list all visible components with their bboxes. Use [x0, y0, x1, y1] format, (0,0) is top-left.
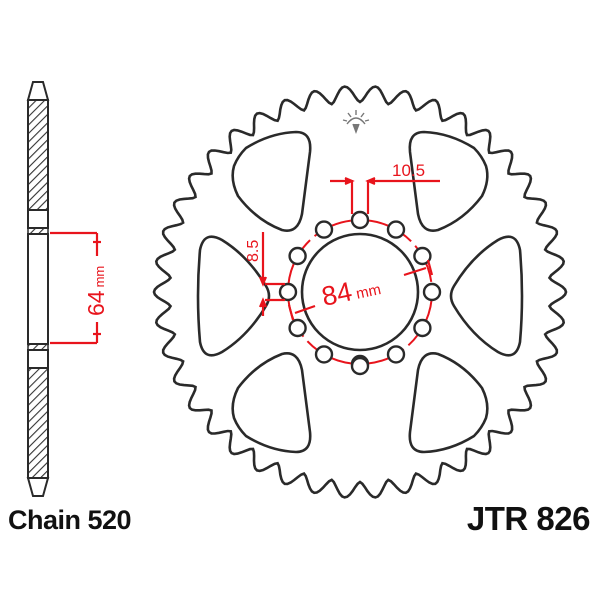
bolt-hole	[413, 246, 432, 266]
side-top-tooth	[26, 81, 50, 101]
bolt-hole	[413, 318, 432, 338]
pcd-dimension	[287, 259, 434, 321]
lightening-hole	[408, 352, 489, 454]
side-bottom-tooth	[26, 477, 50, 497]
pcd-value: 84mm	[319, 270, 383, 312]
side-upper-hatch	[27, 99, 49, 211]
sun-gear-logo-icon	[342, 110, 370, 134]
side-view: 64mm	[26, 81, 109, 497]
bolt-hole	[278, 282, 298, 302]
bolt-hole	[288, 318, 307, 338]
lightening-hole	[408, 130, 489, 232]
web-width-dimension	[330, 176, 440, 214]
bolt-holes	[278, 210, 442, 374]
lightening-hole	[231, 352, 312, 454]
sprocket-teeth-outline	[152, 85, 568, 499]
extra-hole	[350, 356, 370, 376]
hub-thickness-dimension	[50, 231, 101, 345]
web-width-value: 10.5	[392, 161, 425, 180]
part-number-label: JTR 826	[466, 500, 591, 537]
bolt-hole	[386, 345, 406, 364]
bolt-hole-diameter-dimension	[258, 232, 285, 316]
lightening-hole	[231, 130, 312, 232]
sprocket-front-view: 10.5 8.5 84mm	[152, 85, 568, 499]
chain-size-label: Chain 520	[8, 505, 132, 535]
bolt-hole	[386, 220, 406, 239]
lightening-hole	[449, 235, 524, 357]
hub-thickness-value: 64mm	[83, 266, 109, 316]
bolt-hole	[422, 282, 442, 302]
bolt-hole	[288, 246, 307, 266]
bolt-hole	[314, 345, 334, 364]
bolt-hole	[314, 220, 334, 239]
bolt-hole-diameter-value: 8.5	[245, 240, 262, 262]
side-hub	[27, 233, 49, 345]
side-lower-hatch	[27, 367, 49, 479]
center-bore	[300, 232, 420, 352]
bolt-hole	[350, 210, 370, 230]
